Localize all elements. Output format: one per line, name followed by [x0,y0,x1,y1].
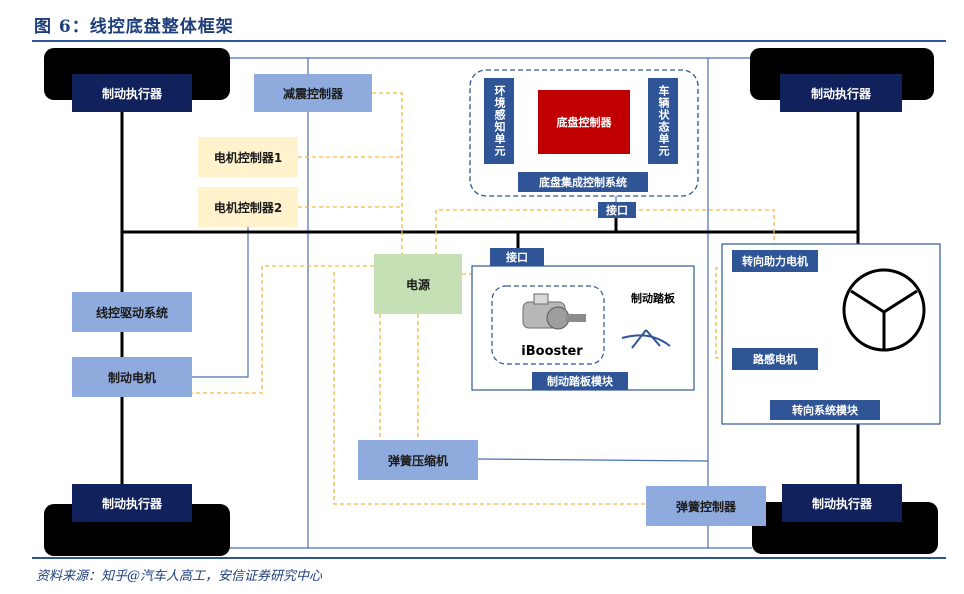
ibooster-device-icon [522,293,586,330]
damping-controller: 减震控制器 [254,74,372,112]
figure-title: 图 6：线控底盘整体框架 [34,17,234,37]
env-sensing-unit: 环境感知单元 [484,78,514,164]
spring-compressor: 弹簧压缩机 [358,440,478,480]
motor-controller-1: 电机控制器1 [198,137,298,177]
steering-assist-motor: 转向助力电机 [732,250,818,272]
road-feel-motor: 路感电机 [732,348,818,370]
power-supply: 电源 [374,254,462,314]
brake-pedal-icon [621,329,671,349]
brake-pedal-label: 制动踏板 [631,292,675,305]
chassis-integrated-frame [469,69,699,197]
spring-controller: 弹簧控制器 [646,486,766,526]
interface-mid: 接口 [490,248,544,266]
brake-actuator-top-right: 制动执行器 [780,74,902,112]
brake-actuator-bottom-right: 制动执行器 [782,484,902,522]
ibooster-label: iBooster [521,343,583,359]
brake-pedal-module-label: 制动踏板模块 [532,372,628,390]
ibooster-frame [491,285,605,365]
motor-controller-2: 电机控制器2 [198,187,298,227]
chassis-controller: 底盘控制器 [538,90,630,154]
steering-system-module-label: 转向系统模块 [770,400,880,420]
title-rule [32,40,946,42]
brake-pedal-panel [471,265,695,391]
chassis-integrated-system-label: 底盘集成控制系统 [518,172,648,192]
brake-actuator-bottom-left: 制动执行器 [72,484,192,522]
source-note: 资料来源：知乎@汽车人高工，安信证券研究中心 [36,569,323,584]
drive-by-wire-system: 线控驱动系统 [72,292,192,332]
steering-wheel-icon [842,268,926,352]
vehicle-state-unit: 车辆状态单元 [648,78,678,164]
brake-motor: 制动电机 [72,357,192,397]
interface-top: 接口 [598,202,636,218]
brake-actuator-top-left: 制动执行器 [72,74,192,112]
